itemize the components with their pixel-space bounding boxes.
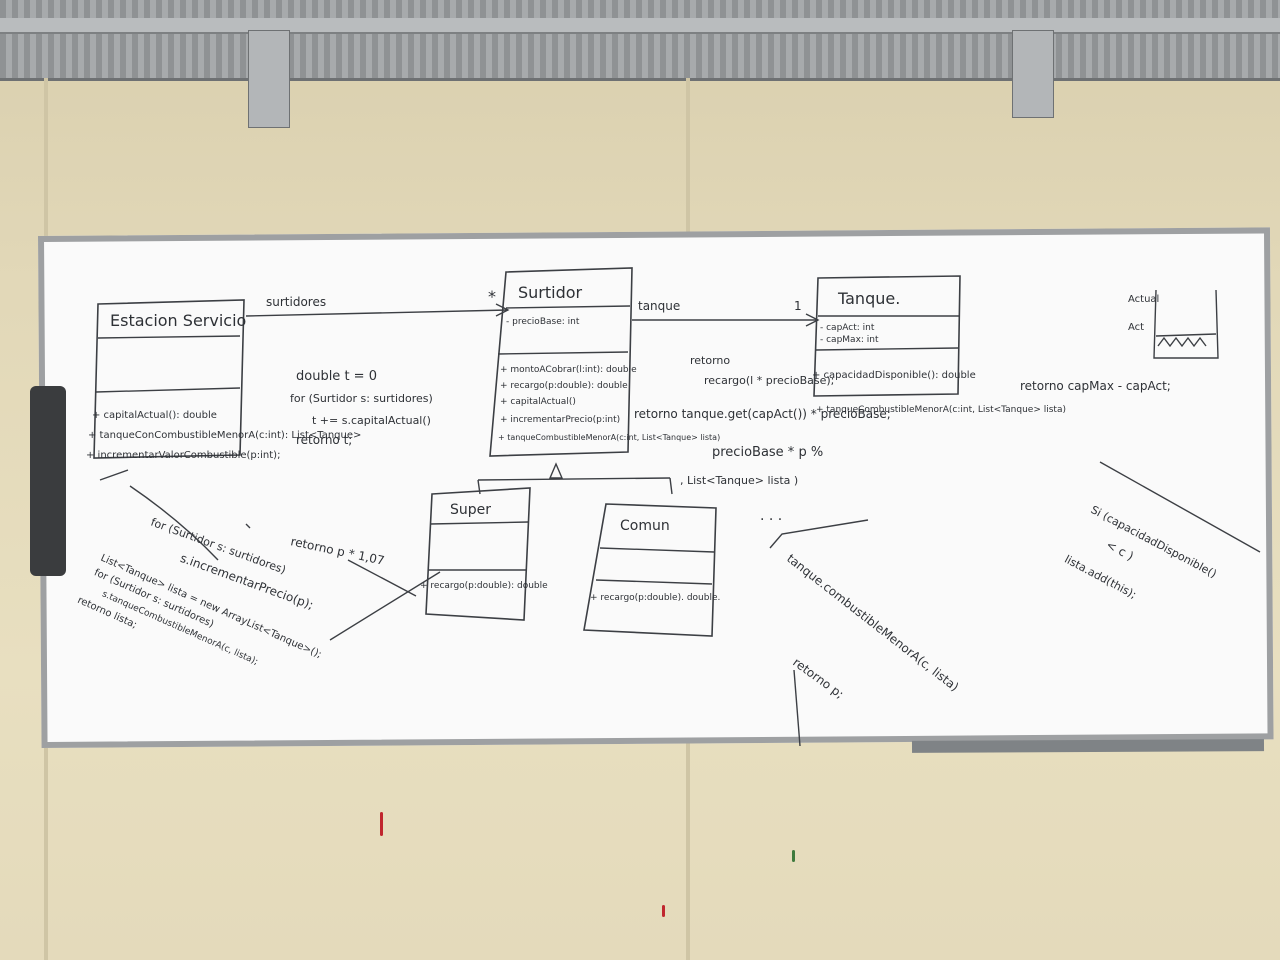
class-box-comun bbox=[583, 503, 717, 637]
surtidor-method: + tanqueCombustibleMenorA(c:int, List<Ta… bbox=[498, 433, 720, 442]
code-line: t += s.capitalActual() bbox=[312, 414, 431, 427]
bracket-stroke bbox=[1099, 461, 1261, 553]
association-line bbox=[245, 309, 509, 317]
eraser-holder bbox=[30, 386, 66, 576]
bracket-stroke bbox=[769, 519, 869, 549]
tank-label: Actual bbox=[1128, 294, 1159, 305]
code-line: , List<Tanque> lista ) bbox=[680, 474, 798, 487]
class-box-super bbox=[425, 487, 531, 621]
tank-level bbox=[1155, 333, 1217, 337]
super-method: + recargo(p:double): double bbox=[420, 581, 548, 591]
class-divider bbox=[429, 521, 529, 525]
estacion-method: + incrementarValorCombustible(p:int); bbox=[86, 450, 280, 461]
surtidor-method: + montoACobrar(l:int): double bbox=[500, 365, 637, 375]
code-line: retorno t; bbox=[296, 433, 352, 447]
class-box-estacion bbox=[93, 299, 245, 459]
code-line-group: retorno p * 1,07 bbox=[289, 534, 385, 568]
association-multiplicity: * bbox=[488, 287, 496, 306]
association-label-tanque: tanque bbox=[638, 299, 680, 313]
surtidor-method: + capitalActual() bbox=[500, 397, 576, 407]
wall-bracket-right bbox=[1012, 30, 1054, 118]
tank-liquid bbox=[1157, 336, 1207, 348]
ceiling-grid bbox=[0, 0, 1280, 81]
bracket-stroke bbox=[793, 669, 801, 747]
class-name-estacion: Estacion Servicio bbox=[110, 311, 246, 330]
estacion-method: + capitalActual(): double bbox=[92, 410, 217, 421]
tanque-method: + tanqueCombustibleMenorA(c:int, List<Ta… bbox=[816, 405, 1066, 415]
association-arrow bbox=[495, 303, 510, 317]
surtidor-method: + recargo(p:double): double bbox=[500, 381, 628, 391]
green-marker-spot bbox=[792, 850, 795, 862]
code-line: retorno capMax - capAct; bbox=[1020, 379, 1171, 393]
code-line: < c ) bbox=[1104, 538, 1136, 564]
inheritance-connector bbox=[477, 477, 673, 495]
association-multiplicity: 1 bbox=[794, 299, 802, 313]
code-line: recargo(l * precioBase); bbox=[704, 374, 834, 387]
code-line-group: for (Surtidor s: surtidores) s.increment… bbox=[149, 516, 315, 613]
class-divider bbox=[95, 387, 241, 393]
code-line-group: retorno p; bbox=[790, 655, 846, 701]
code-line-group: Si (capacidadDisponible() < c ) lista.ad… bbox=[1062, 503, 1218, 601]
class-name-tanque: Tanque. bbox=[837, 289, 900, 308]
code-line-group: List<Tanque> lista = new ArrayList<Tanqu… bbox=[76, 553, 324, 668]
wall-bracket-left bbox=[248, 30, 290, 128]
association-arrow bbox=[805, 313, 820, 327]
class-divider bbox=[815, 347, 959, 351]
tank-label: Act bbox=[1128, 322, 1144, 333]
code-line: . . . bbox=[760, 508, 782, 524]
association-label-surtidores: surtidores bbox=[266, 295, 326, 309]
surtidor-method: + incrementarPrecio(p:int) bbox=[500, 415, 620, 425]
class-divider bbox=[599, 547, 715, 553]
ceiling-rail bbox=[0, 18, 1280, 34]
bracket-stroke bbox=[329, 559, 441, 641]
code-line: double t = 0 bbox=[296, 369, 377, 384]
bracket-stroke bbox=[99, 469, 251, 561]
surtidor-attribute: - precioBase: int bbox=[506, 317, 580, 327]
estacion-method: + tanqueConCombustibleMenorA(c:int): Lis… bbox=[88, 430, 361, 441]
code-line: retorno tanque.get(capAct()) * precioBas… bbox=[634, 407, 891, 421]
tanque-method: + capacidadDisponible(): double bbox=[812, 370, 976, 381]
code-line: s.tanqueCombustibleMenorA(c, lista); bbox=[100, 589, 259, 667]
tanque-attribute: - capAct: int bbox=[820, 323, 875, 333]
class-divider bbox=[595, 579, 713, 585]
comun-method: + recargo(p:double). double. bbox=[590, 593, 720, 603]
class-box-surtidor bbox=[489, 267, 633, 457]
code-line: for (Surtidor s: surtidores) bbox=[290, 392, 433, 405]
tanque-attribute: - capMax: int bbox=[820, 335, 879, 345]
class-divider bbox=[97, 335, 241, 339]
class-name-surtidor: Surtidor bbox=[518, 283, 583, 302]
inheritance-line bbox=[477, 477, 671, 481]
class-name-super: Super bbox=[450, 502, 491, 518]
tank-sketch bbox=[1153, 289, 1219, 359]
class-divider bbox=[497, 351, 629, 355]
code-line: precioBase * p % bbox=[712, 445, 823, 460]
inheritance-arrow bbox=[548, 462, 564, 479]
class-name-comun: Comun bbox=[620, 518, 670, 534]
class-divider bbox=[505, 305, 631, 309]
code-line: retorno p * 1,07 bbox=[289, 534, 385, 568]
code-line: retorno bbox=[690, 354, 730, 367]
red-marker-spot bbox=[380, 812, 383, 836]
class-box-tanque bbox=[813, 275, 961, 397]
code-line: retorno p; bbox=[790, 655, 846, 701]
red-marker-spot bbox=[662, 905, 665, 917]
